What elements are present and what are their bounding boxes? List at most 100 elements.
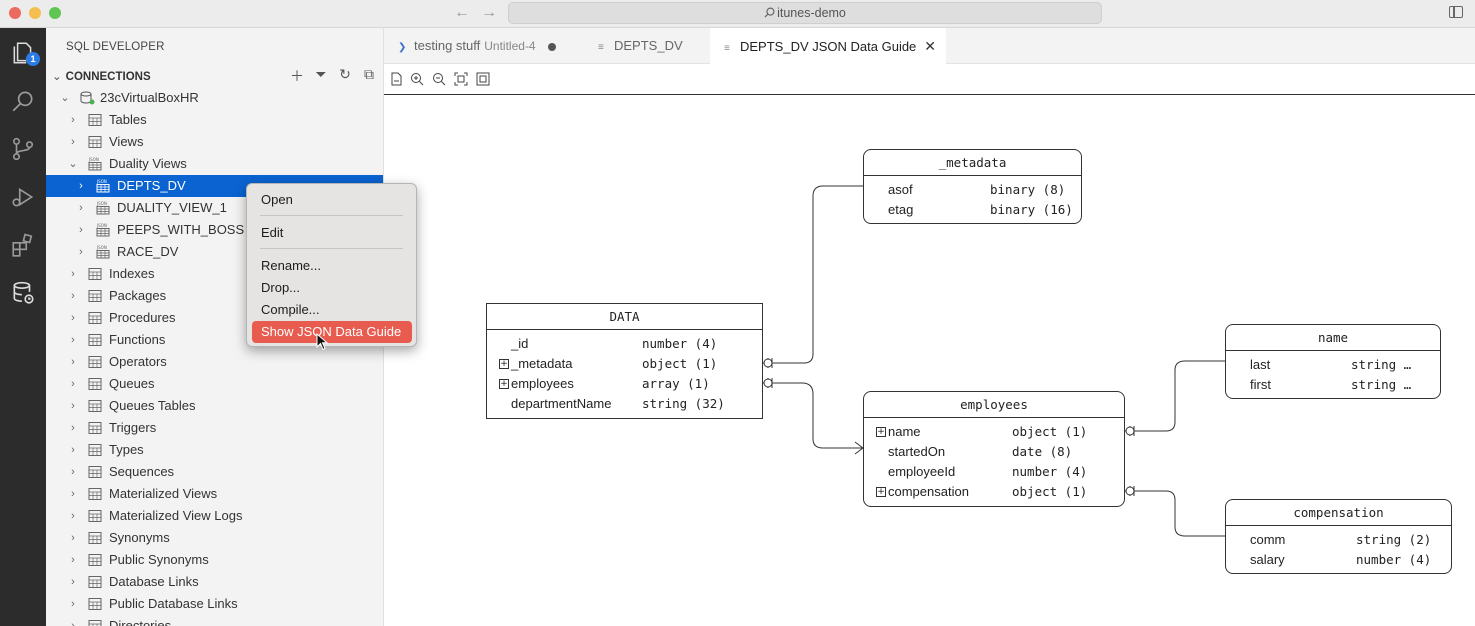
chevron-right-icon[interactable]: › <box>71 114 75 126</box>
tab-json-data-guide[interactable]: ≡DEPTS_DV JSON Data Guide✕ <box>710 28 946 64</box>
field-name: employeeId <box>888 464 956 479</box>
forward-arrow-icon[interactable]: → <box>481 4 497 21</box>
menu-item-rename[interactable]: Rename... <box>261 258 321 273</box>
tree-item-operators[interactable]: › Operators <box>46 351 383 373</box>
back-arrow-icon[interactable]: ← <box>454 4 470 21</box>
chevron-right-icon[interactable]: › <box>71 378 75 390</box>
tab-depts-dv[interactable]: ≡DEPTS_DV <box>584 28 708 64</box>
tree-item-packages[interactable]: ›Packages <box>46 285 383 307</box>
chevron-right-icon[interactable]: › <box>79 180 83 192</box>
tree-item-directories[interactable]: ›Directories <box>46 615 383 626</box>
chevron-right-icon[interactable]: › <box>71 620 75 626</box>
collapse-all-icon[interactable]: ⧉ <box>364 66 374 82</box>
tree-item-synonyms[interactable]: ›Synonyms <box>46 527 383 549</box>
chevron-right-icon[interactable]: › <box>71 290 75 302</box>
add-connection-icon[interactable]: ＋ <box>290 68 304 84</box>
chevron-right-icon[interactable]: › <box>79 246 83 258</box>
filter-icon[interactable]: ⏷ <box>315 66 327 82</box>
chevron-right-icon[interactable]: › <box>71 356 75 368</box>
extensions-icon[interactable] <box>8 230 38 260</box>
field-name: etag <box>888 202 914 217</box>
tree-item-public-database-links[interactable]: ›Public Database Links <box>46 593 383 615</box>
zoom-window-button[interactable] <box>49 7 61 19</box>
chevron-right-icon[interactable]: › <box>71 444 75 456</box>
chevron-right-icon[interactable]: › <box>71 466 75 478</box>
tree-item-materialized-view-logs[interactable]: ›Materialized View Logs <box>46 505 383 527</box>
tree-item-sequences[interactable]: ›Sequences <box>46 461 383 483</box>
chevron-right-icon[interactable]: › <box>71 400 75 412</box>
minimize-window-button[interactable] <box>29 7 41 19</box>
run-debug-icon[interactable] <box>8 182 38 212</box>
refresh-icon[interactable]: ↻ <box>339 66 351 82</box>
close-window-button[interactable] <box>9 7 21 19</box>
tree-item-triggers[interactable]: ›Triggers <box>46 417 383 439</box>
chevron-right-icon[interactable]: › <box>71 334 75 346</box>
chevron-right-icon[interactable]: › <box>71 136 75 148</box>
menu-item-show-json-data-guide[interactable]: Show JSON Data Guide <box>252 321 412 343</box>
tree-item-label: RACE_DV <box>117 244 179 259</box>
chevron-right-icon[interactable]: › <box>71 554 75 566</box>
chevron-right-icon[interactable]: › <box>71 488 75 500</box>
chevron-right-icon[interactable]: › <box>71 268 75 280</box>
tree-item-queues[interactable]: ›Queues <box>46 373 383 395</box>
menu-item-compile[interactable]: Compile... <box>261 302 320 317</box>
chevron-right-icon[interactable]: › <box>71 576 75 588</box>
svg-text:JSON: JSON <box>88 157 99 162</box>
expand-plus-icon[interactable]: + <box>499 359 509 369</box>
zoom-out-icon[interactable] <box>432 72 446 86</box>
tree-item-materialized-views[interactable]: ›Materialized Views <box>46 483 383 505</box>
tree-item-functions[interactable]: ›Functions <box>46 329 383 351</box>
expand-plus-icon[interactable]: + <box>876 487 886 497</box>
chevron-right-icon[interactable]: › <box>71 510 75 522</box>
expand-plus-icon[interactable]: + <box>499 379 509 389</box>
field-type: binary (16) <box>990 202 1073 217</box>
chevron-right-icon[interactable]: › <box>71 312 75 324</box>
explorer-icon[interactable]: 1 <box>8 38 40 68</box>
object-type-icon <box>88 576 102 588</box>
tree-item-public-synonyms[interactable]: ›Public Synonyms <box>46 549 383 571</box>
export-icon[interactable] <box>389 72 403 86</box>
tree-item-database-links[interactable]: ›Database Links <box>46 571 383 593</box>
chevron-right-icon[interactable]: › <box>71 532 75 544</box>
tree-item-queues-tables[interactable]: ›Queues Tables <box>46 395 383 417</box>
tree-item-types[interactable]: ›Types <box>46 439 383 461</box>
menu-item-drop[interactable]: Drop... <box>261 280 301 295</box>
actual-size-icon[interactable] <box>476 72 490 86</box>
fit-to-screen-icon[interactable] <box>454 72 468 86</box>
source-control-icon[interactable] <box>8 134 38 164</box>
menu-item-open[interactable]: Open <box>261 192 293 207</box>
toggle-sidebar-icon[interactable] <box>1449 6 1463 18</box>
expand-plus-icon[interactable]: + <box>876 427 886 437</box>
zoom-in-icon[interactable] <box>410 72 424 86</box>
tree-item-tables[interactable]: ›Tables <box>46 109 383 131</box>
close-tab-icon[interactable]: ✕ <box>924 38 937 54</box>
sql-developer-icon[interactable] <box>8 278 38 308</box>
tree-item-label: DUALITY_VIEW_1 <box>117 200 227 215</box>
chevron-right-icon[interactable]: › <box>79 224 83 236</box>
chevron-right-icon[interactable]: › <box>79 202 83 214</box>
tree-item-connection[interactable]: ⌄ 23cVirtualBoxHR <box>46 87 383 109</box>
connections-section-header[interactable]: ⌄CONNECTIONS <box>52 69 151 83</box>
search-icon[interactable] <box>8 86 38 116</box>
chevron-right-icon[interactable]: › <box>71 598 75 610</box>
tree-item-procedures[interactable]: ›Procedures <box>46 307 383 329</box>
command-search-bar[interactable]: itunes-demo <box>508 2 1102 24</box>
chevron-down-icon[interactable]: ⌄ <box>68 158 78 170</box>
chevron-right-icon[interactable]: › <box>71 422 75 434</box>
object-type-icon <box>88 488 102 500</box>
tree-item-views[interactable]: ›Views <box>46 131 383 153</box>
tree-item-label: Operators <box>109 354 167 369</box>
tree-item-indexes[interactable]: ›Indexes <box>46 263 383 285</box>
menu-item-edit[interactable]: Edit <box>261 225 284 240</box>
